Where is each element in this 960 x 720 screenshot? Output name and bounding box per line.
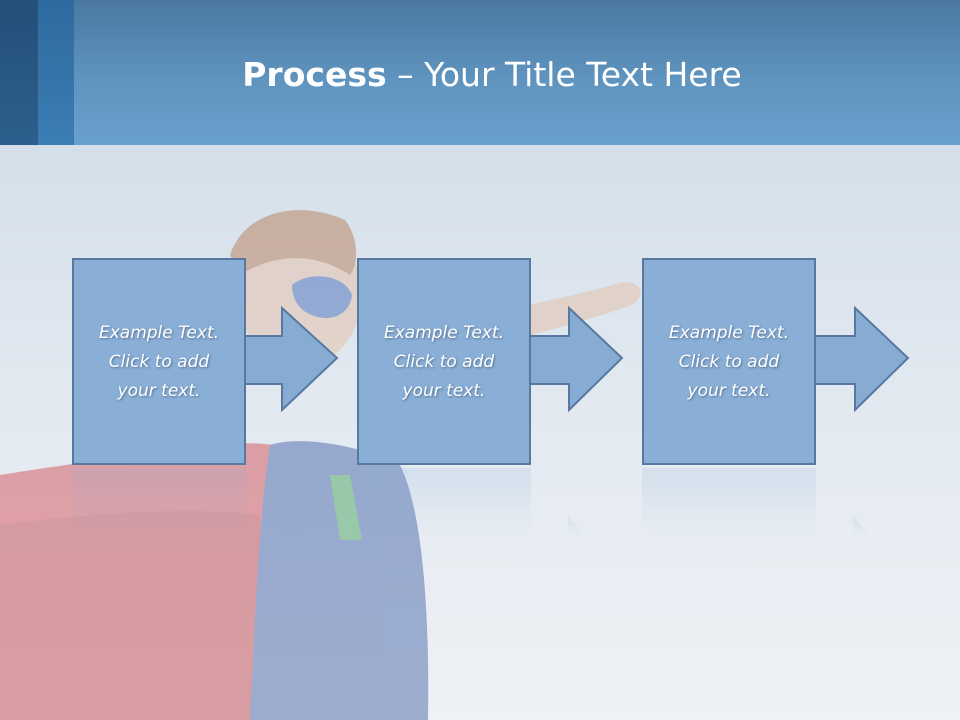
step-box-1 bbox=[72, 258, 246, 465]
step-3-line-2: Click to add bbox=[678, 351, 780, 372]
step-2-line-1: Example Text. bbox=[383, 322, 505, 343]
slide-title[interactable]: Process – Your Title Text Here bbox=[74, 52, 910, 98]
step-text-1[interactable]: Example Text. Click to add your text. bbox=[72, 258, 246, 466]
head-shape bbox=[238, 223, 362, 367]
step-text-3[interactable]: Example Text. Click to add your text. bbox=[642, 258, 816, 466]
step-3-line-3: your text. bbox=[687, 380, 771, 401]
step-box-2 bbox=[357, 258, 531, 465]
header-accent-stripe-dark bbox=[0, 0, 38, 145]
steps-reflection bbox=[72, 468, 871, 538]
step-3-line-1: Example Text. bbox=[668, 322, 790, 343]
step-text-2[interactable]: Example Text. Click to add your text. bbox=[357, 258, 531, 466]
slide-title-bold: Process bbox=[242, 55, 387, 94]
step-2-line-3: your text. bbox=[402, 380, 486, 401]
step-1-line-1: Example Text. bbox=[98, 322, 220, 343]
title-header-bar bbox=[0, 0, 960, 145]
step-box-3 bbox=[642, 258, 816, 465]
step-1-line-3: your text. bbox=[117, 380, 201, 401]
mask-shape bbox=[292, 276, 352, 319]
slide-title-rest: – Your Title Text Here bbox=[386, 55, 742, 94]
step-1-line-2: Click to add bbox=[108, 351, 210, 372]
step-2-line-2: Click to add bbox=[393, 351, 495, 372]
header-accent-stripe-mid bbox=[38, 0, 74, 145]
